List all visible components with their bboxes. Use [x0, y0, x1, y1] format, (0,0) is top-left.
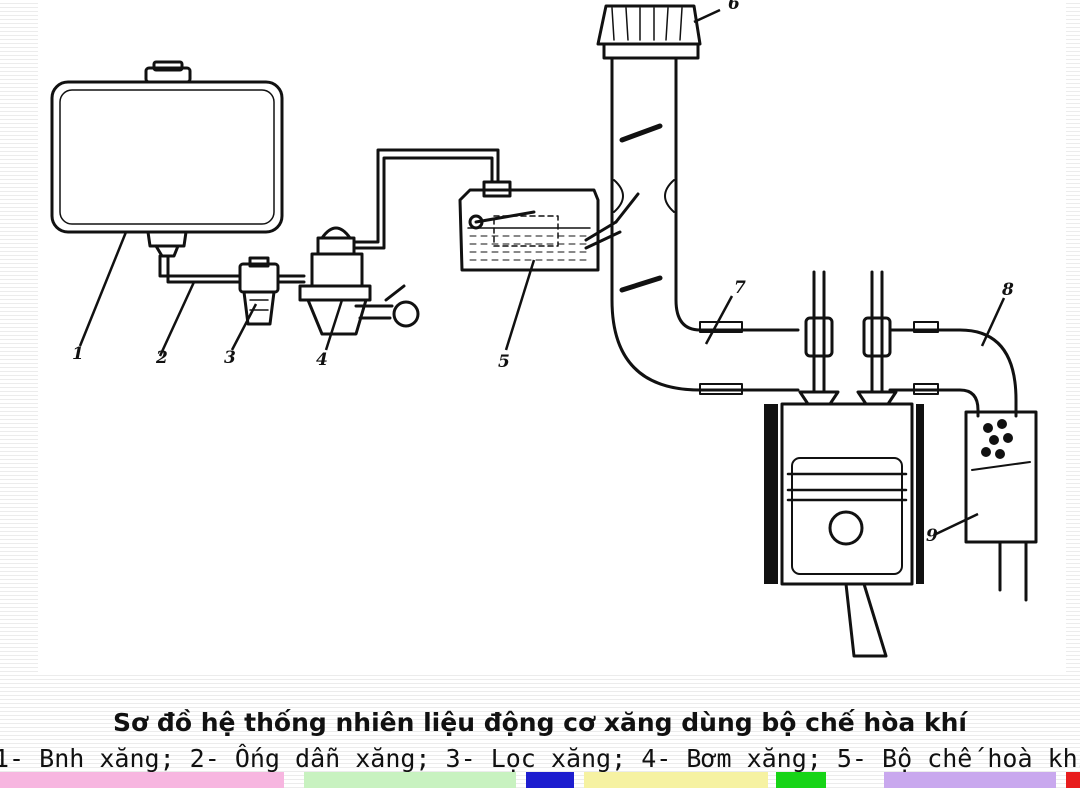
diagram-panel: 1 2 3 4 5 6 7 8 9 — [38, 0, 1066, 672]
legend-swatch — [1066, 772, 1080, 788]
callout-7: 7 — [734, 278, 746, 298]
legend-swatch — [526, 772, 574, 788]
exhaust-pipe — [888, 321, 1018, 418]
callout-6: 6 — [728, 0, 740, 14]
engine-cylinder — [780, 402, 914, 658]
callout-3: 3 — [224, 348, 236, 368]
legend-strip — [0, 772, 1080, 788]
callout-2: 2 — [156, 348, 168, 368]
intake-pipe — [610, 56, 800, 395]
fuel-tank — [50, 60, 284, 258]
callout-5: 5 — [498, 352, 510, 372]
callout-1: 1 — [72, 344, 84, 364]
legend-swatch — [0, 772, 284, 788]
fuel-pump — [298, 148, 500, 336]
muffler — [964, 410, 1038, 602]
callout-4: 4 — [316, 350, 328, 370]
fuel-system-diagram — [50, 4, 1038, 658]
fuel-filter — [238, 256, 280, 326]
valves — [798, 270, 898, 406]
air-filter — [596, 4, 702, 60]
legend-swatch — [884, 772, 1056, 788]
legend-swatch — [304, 772, 516, 788]
fuel-line — [158, 254, 306, 284]
callout-9: 9 — [926, 526, 938, 546]
legend-swatch — [776, 772, 826, 788]
caption-title: Sơ đồ hệ thống nhiên liệu động cơ xăng d… — [113, 708, 967, 737]
caption-legend: 1- Bnh xăng; 2- Ống dẫn xăng; 3- Lọc xăn… — [0, 744, 1080, 773]
legend-swatch — [584, 772, 768, 788]
callout-8: 8 — [1002, 280, 1014, 300]
carburetor — [458, 180, 640, 272]
